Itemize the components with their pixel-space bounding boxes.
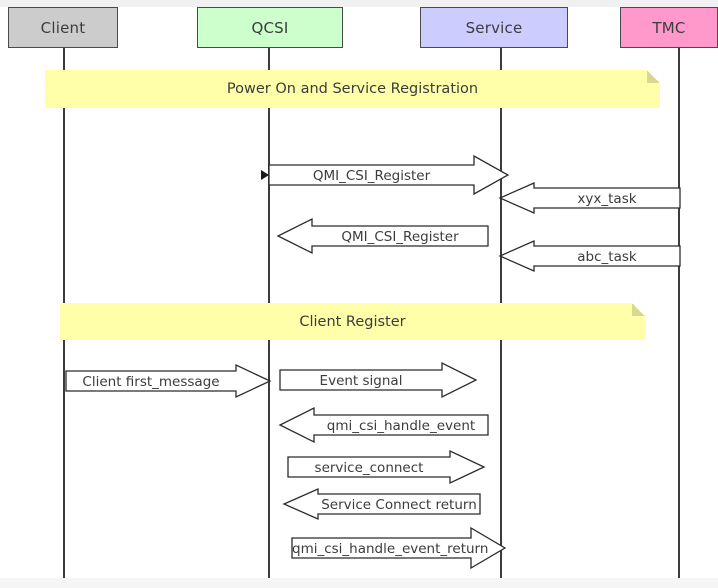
note-label: Client Register [299, 313, 406, 330]
message-arrow[interactable] [282, 488, 481, 520]
arrow-shape [287, 449, 486, 485]
arrow-shape [65, 363, 272, 399]
arrow-shape [498, 182, 681, 214]
actor-box-service[interactable]: Service [420, 7, 568, 48]
message-arrow[interactable] [278, 406, 489, 444]
actor-box-qcsi[interactable]: QCSI [197, 7, 343, 48]
message-tail-arrowhead-icon [261, 170, 269, 180]
arrow-shape [268, 154, 510, 196]
arrow-shape [279, 361, 478, 399]
note-label: Power On and Service Registration [226, 81, 479, 97]
actor-label: Client [40, 18, 86, 37]
arrow-shape [278, 406, 489, 444]
top-edge-strip [0, 0, 718, 7]
bottom-edge-strip [0, 578, 718, 588]
note-banner: Power On and Service Registration [45, 70, 660, 108]
actor-label: Service [465, 18, 523, 37]
note-fold-corner-icon [632, 303, 645, 316]
message-arrow[interactable] [498, 182, 681, 214]
message-arrow[interactable] [65, 363, 272, 399]
arrow-shape [282, 488, 481, 520]
note-fold-corner-icon [647, 70, 660, 83]
actor-label: TMC [652, 18, 686, 37]
message-arrow[interactable] [276, 217, 489, 255]
actor-box-tmc[interactable]: TMC [620, 7, 718, 48]
message-arrow[interactable] [291, 526, 507, 570]
arrow-shape [276, 217, 489, 255]
message-arrow[interactable] [498, 240, 681, 272]
actor-box-client[interactable]: Client [8, 7, 118, 48]
lifeline-tmc [678, 48, 680, 578]
message-arrow[interactable] [268, 154, 510, 196]
arrow-shape [498, 240, 681, 272]
note-banner: Client Register [60, 303, 645, 340]
actor-label: QCSI [251, 18, 289, 37]
message-arrow[interactable] [279, 361, 478, 399]
arrow-shape [291, 526, 507, 570]
message-arrow[interactable] [287, 449, 486, 485]
